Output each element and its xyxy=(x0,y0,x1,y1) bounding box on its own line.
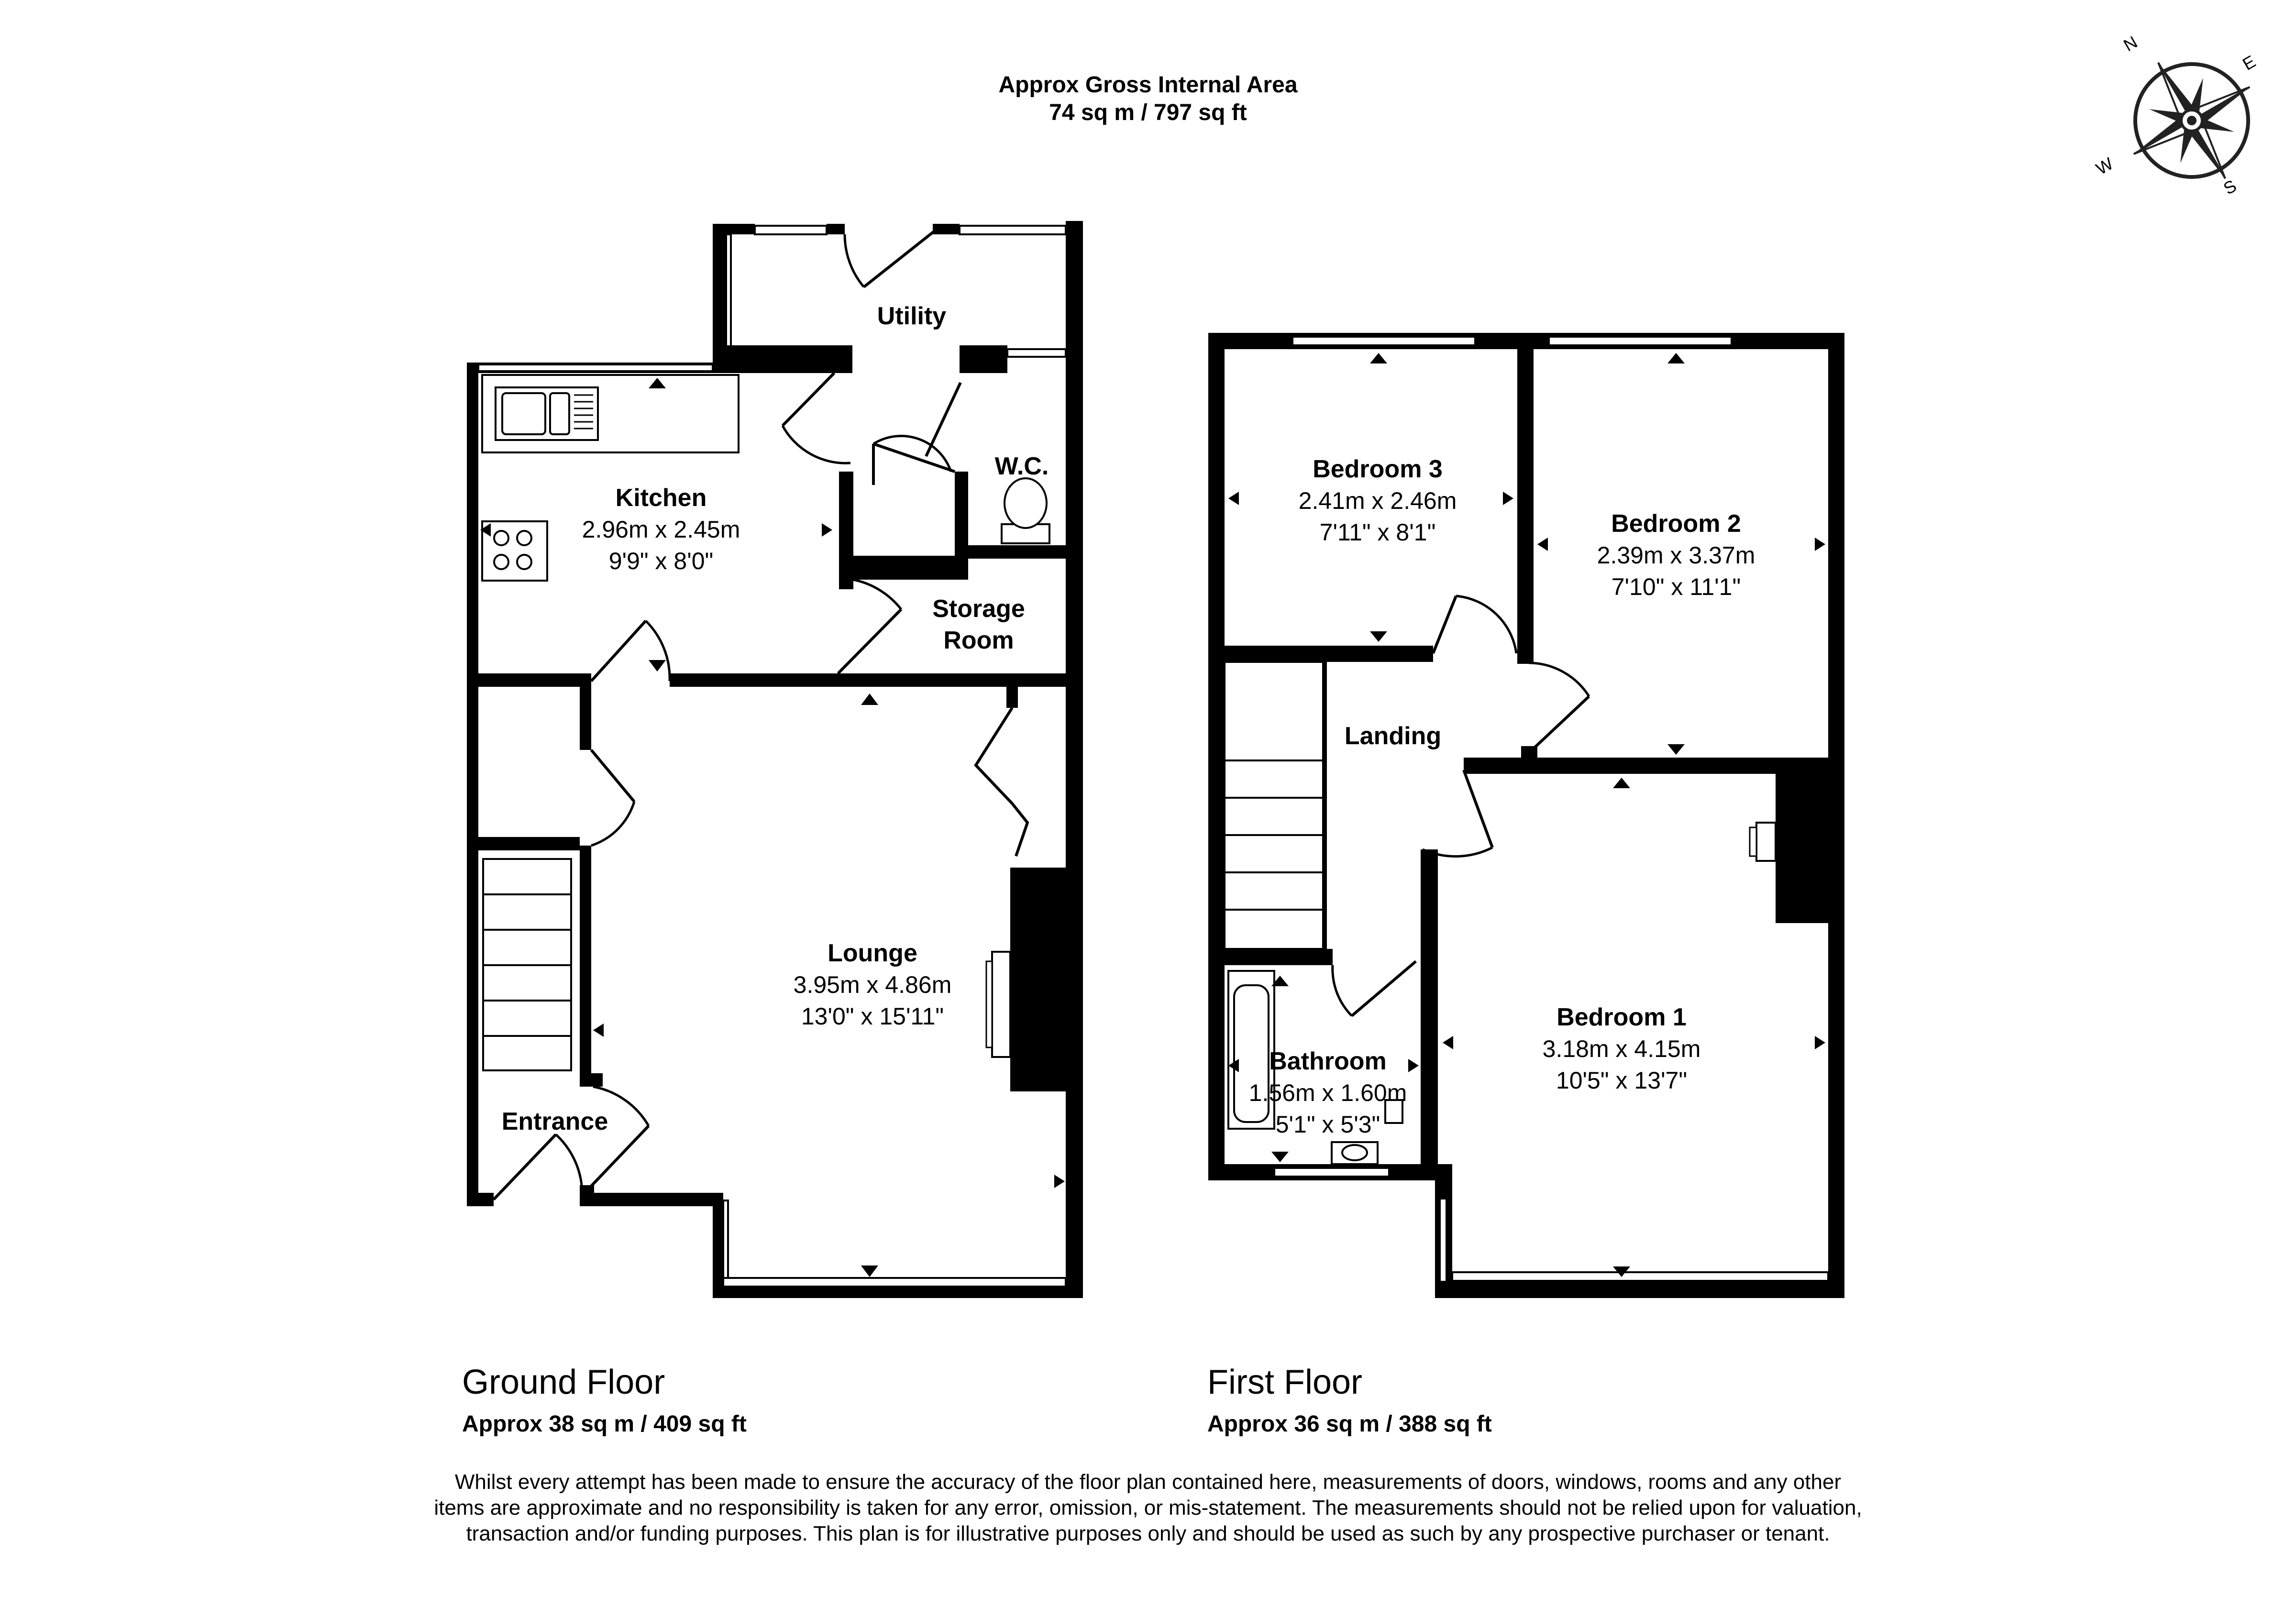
room-labels: Utility Kitchen 2.96m x 2.45m 9'9" x 8'0… xyxy=(502,302,1755,1138)
bedroom1-label: Bedroom 1 xyxy=(1556,1003,1687,1031)
disclaimer-text: Whilst every attempt has been made to en… xyxy=(434,1470,1862,1545)
bedroom1-metric: 3.18m x 4.15m xyxy=(1543,1035,1701,1062)
bedroom2-metric: 2.39m x 3.37m xyxy=(1597,542,1755,569)
compass-w-label: W xyxy=(2093,154,2117,179)
compass-rose: N E S W xyxy=(2093,32,2259,198)
bathroom-imperial: 5'1" x 5'3" xyxy=(1276,1111,1380,1138)
wc-label: W.C. xyxy=(995,452,1049,480)
entrance-label: Entrance xyxy=(502,1108,608,1135)
compass-s-label: S xyxy=(2220,176,2240,198)
first-floor-area: Approx 36 sq m / 388 sq ft xyxy=(1207,1411,1492,1437)
bedroom2-label: Bedroom 2 xyxy=(1611,510,1741,538)
bedroom3-metric: 2.41m x 2.46m xyxy=(1299,487,1457,514)
compass-e-label: E xyxy=(2239,51,2259,74)
first-floor-plan xyxy=(1208,333,1844,1298)
bedroom3-imperial: 7'11" x 8'1" xyxy=(1320,519,1436,546)
gross-area-value: 74 sq m / 797 sq ft xyxy=(1049,100,1247,125)
first-floor-title: First Floor xyxy=(1207,1363,1362,1401)
bathroom-metric: 1.56m x 1.60m xyxy=(1249,1079,1407,1106)
storage-label-line2: Room xyxy=(943,627,1014,654)
bedroom1-imperial: 10'5" x 13'7" xyxy=(1556,1067,1687,1094)
kitchen-label: Kitchen xyxy=(616,484,707,512)
bedroom3-label: Bedroom 3 xyxy=(1313,455,1443,483)
lounge-metric: 3.95m x 4.86m xyxy=(794,971,952,998)
ground-floor-plan xyxy=(467,221,1083,1298)
gross-area-title: Approx Gross Internal Area xyxy=(998,72,1298,98)
lounge-label: Lounge xyxy=(828,939,917,967)
ground-floor-title: Ground Floor xyxy=(462,1363,665,1401)
utility-label: Utility xyxy=(877,302,947,330)
storage-label-line1: Storage xyxy=(932,595,1025,623)
bedroom2-imperial: 7'10" x 11'1" xyxy=(1612,573,1741,600)
bathroom-label: Bathroom xyxy=(1269,1047,1387,1075)
lounge-imperial: 13'0" x 15'11" xyxy=(801,1003,944,1030)
landing-label: Landing xyxy=(1345,722,1441,750)
ground-floor-area: Approx 38 sq m / 409 sq ft xyxy=(462,1411,747,1437)
kitchen-imperial: 9'9" x 8'0" xyxy=(609,548,714,574)
kitchen-metric: 2.96m x 2.45m xyxy=(582,516,740,543)
compass-n-label: N xyxy=(2120,32,2141,55)
